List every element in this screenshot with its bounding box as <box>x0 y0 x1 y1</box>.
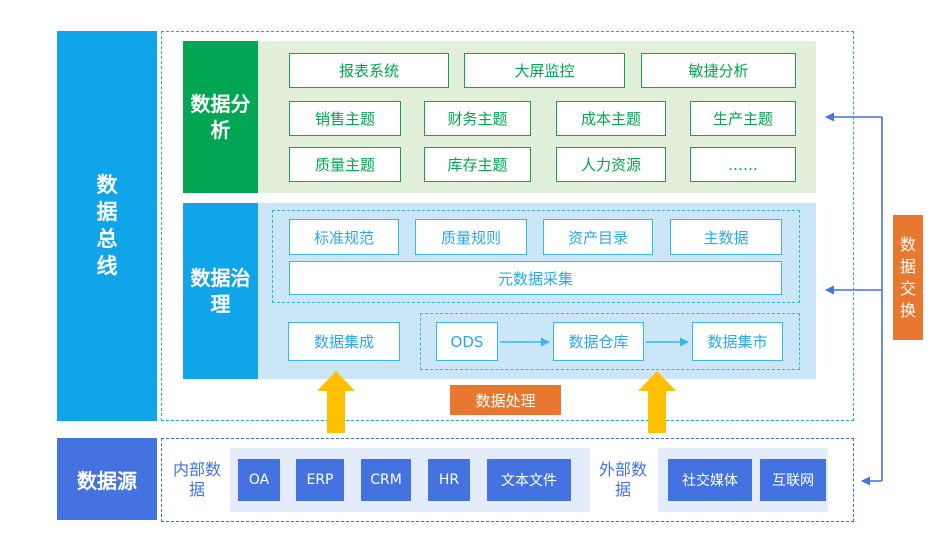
analysis-card-inventory-theme[interactable]: 库存主题 <box>424 147 531 182</box>
pipeline-node-data-mart[interactable]: 数据集市 <box>692 322 783 361</box>
analysis-card-big-screen-monitor[interactable]: 大屏监控 <box>464 53 625 88</box>
warehouse-pipeline-group <box>420 313 800 370</box>
analysis-card-quality-theme[interactable]: 质量主题 <box>289 147 401 182</box>
source-chip-internet[interactable]: 互联网 <box>760 459 826 501</box>
data-bus-rail: 数据总线 <box>57 31 157 421</box>
data-source-rail: 数据源 <box>57 438 157 520</box>
data-exchange-badge: 数据交换 <box>893 215 923 340</box>
data-governance-tab: 数据治理 <box>183 203 258 379</box>
analysis-card-production-theme[interactable]: 生产主题 <box>690 101 796 136</box>
source-chip-erp[interactable]: ERP <box>296 459 344 501</box>
source-outer-container <box>161 438 854 522</box>
analysis-card-more[interactable]: …… <box>690 147 796 182</box>
metadata-group <box>272 210 800 303</box>
analysis-card-sales-theme[interactable]: 销售主题 <box>289 101 401 136</box>
governance-card-quality-rules[interactable]: 质量规则 <box>415 219 527 255</box>
analysis-card-agile-analysis[interactable]: 敏捷分析 <box>641 53 796 88</box>
platform-outer-container <box>161 31 854 421</box>
governance-card-master-data[interactable]: 主数据 <box>670 219 782 255</box>
analysis-card-finance-theme[interactable]: 财务主题 <box>424 101 531 136</box>
pipeline-node-ods[interactable]: ODS <box>436 322 498 361</box>
data-source-label: 数据源 <box>77 468 137 493</box>
source-chip-hr[interactable]: HR <box>428 459 470 501</box>
external-data-label: 外部数据 <box>598 460 647 499</box>
data-analysis-tab: 数据分析 <box>183 41 258 193</box>
source-chip-oa[interactable]: OA <box>238 459 280 501</box>
governance-card-data-integration[interactable]: 数据集成 <box>288 322 400 361</box>
analysis-card-report-system[interactable]: 报表系统 <box>289 53 449 88</box>
source-chip-text-file[interactable]: 文本文件 <box>487 459 571 501</box>
analysis-card-cost-theme[interactable]: 成本主题 <box>556 101 666 136</box>
pipeline-node-data-warehouse[interactable]: 数据仓库 <box>553 322 644 361</box>
governance-card-asset-catalog[interactable]: 资产目录 <box>543 219 653 255</box>
governance-card-metadata-collection[interactable]: 元数据采集 <box>289 261 782 295</box>
data-analysis-tab-label: 数据分析 <box>190 92 251 142</box>
governance-card-standard-spec[interactable]: 标准规范 <box>289 219 399 255</box>
internal-data-label: 内部数据 <box>172 460 221 499</box>
source-chip-crm[interactable]: CRM <box>361 459 411 501</box>
source-chip-social-media[interactable]: 社交媒体 <box>668 459 752 501</box>
data-bus-label: 数据总线 <box>96 173 118 278</box>
data-governance-tab-label: 数据治理 <box>190 266 251 316</box>
data-exchange-label: 数据交换 <box>899 234 916 320</box>
analysis-card-human-resources[interactable]: 人力资源 <box>556 147 666 182</box>
data-processing-badge: 数据处理 <box>450 385 561 415</box>
